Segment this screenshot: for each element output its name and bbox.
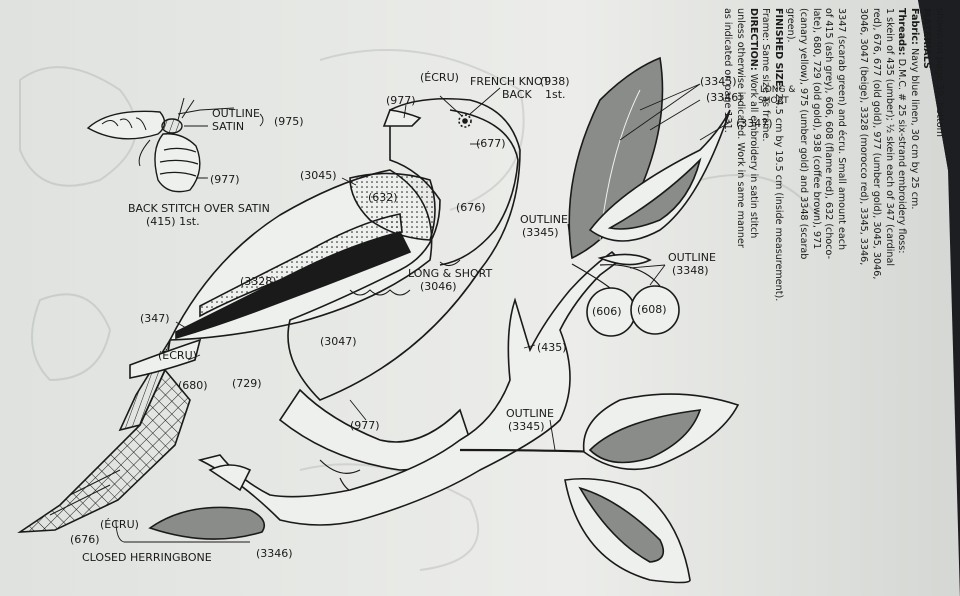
label-977-leg: (977) [350,419,380,432]
pointer-lines [115,83,731,543]
cherries [571,253,680,337]
label-677: (677) [476,137,506,150]
finished-size-label: FINISHED SIZE: [772,8,784,91]
label-632: (632) [368,191,398,204]
label-outline-cherry: OUTLINE [668,251,716,264]
threads-para2-line5: green). [785,8,797,43]
leaves-upper [568,56,731,260]
label-ecru-top: (ÉCRU) [420,71,459,84]
label-french-knot: FRENCH KNOT [470,75,550,88]
fabric-label: Fabric: [908,8,920,45]
fabric-text: Navy blue linen, 30 cm by 25 cm. [908,47,920,210]
label-3346-bottom: (3346) [256,547,293,560]
as-indicated-text: as indicated on page 131. [722,8,734,133]
label-3328: (3328) [240,275,277,288]
label-outline-bee: OUTLINE [212,107,260,120]
bee-motif [86,97,235,193]
threads-para2-line3: late), 680, 729 (old gold), 938 (coffee … [810,8,822,250]
label-long-short-body: LONG & SHORT [408,267,493,280]
label-680: (680) [178,379,208,392]
bird-motif [17,97,521,533]
leaves-lower [564,393,740,584]
threads-label: Threads: [896,8,908,56]
threads-para2-line4: (canary yellow), 975 (umber gold) and 33… [798,8,810,260]
materials-title: MATERIALS [921,8,933,69]
label-closed-herringbone: CLOSED HERRINGBONE [82,551,212,564]
dark-background [918,0,960,170]
label-ecru-tail: (ÉCRU) [100,518,139,531]
page-reference: shown on page 39, bottom [934,8,945,137]
threads-line-6: 3046, 3047 (beige), 3328 (morocco red), … [858,8,870,266]
label-435: (435) [537,341,567,354]
label-outline-branch: OUTLINE [520,213,568,226]
label-729: (729) [232,377,262,390]
bleed-through-pattern [19,49,821,571]
label-3345-lower: (3345) [508,420,545,433]
label-676-tail: (676) [70,533,100,546]
label-608: (608) [637,303,667,316]
label-short-leaf: SHORT [758,96,789,106]
frame-text: Frame: Same size as frame. [760,8,772,142]
label-938: (938) [540,75,570,88]
label-347-wing: (347) [140,312,170,325]
threads-para2-line2: of 415 (ash grey), 606, 608 (flame red),… [823,8,835,260]
label-676-body: (676) [456,201,486,214]
label-977-bee: (977) [210,173,240,186]
threads-line-4: 1 skein of 435 (umber); ½ skein each of … [883,8,895,267]
label-3345-top: (3345) [700,75,737,88]
threads-line-5: red), 676, 677 (old gold), 977 (umber go… [871,8,883,280]
label-415: (415) 1st. [146,215,200,228]
label-1st: 1st. [545,88,566,101]
label-satin-bee: SATIN [212,120,245,133]
label-606: (606) [592,305,622,318]
label-977-head: (977) [386,94,416,107]
label-3348: (3348) [672,264,709,277]
label-back: BACK [502,88,532,101]
finished-size-text: 24.5 cm by 19.5 cm (inside measurement). [772,93,784,302]
label-975: (975) [274,115,304,128]
label-back-stitch: BACK STITCH OVER SATIN [128,202,270,215]
materials-instructions: shown on page 39, bottom MATERIALS Fabri… [721,8,946,528]
threads-text: D.M.C. # 25 six-strand embroidery floss: [896,58,908,254]
label-3346-top: (3346) [706,91,743,104]
unless-text: unless otherwise indicated. Work in same… [735,8,747,248]
label-3345-branch: (3345) [522,226,559,239]
label-long-leaf: LONG & [760,85,796,95]
threads-para2-line1: 3347 (scarab green) and écru. Small amou… [835,8,847,251]
label-3047: (3047) [320,335,357,348]
label-3046: (3046) [420,280,457,293]
label-3045: (3045) [300,169,337,182]
direction-text: Work all embroidery in satin stitch [747,73,759,239]
direction-label: DIRECTION: [747,8,759,71]
label-ecru-wing: (ÉCRU) [158,349,197,362]
label-outline-lower: OUTLINE [506,407,554,420]
label-3347-leaf: (3347) [736,117,773,130]
